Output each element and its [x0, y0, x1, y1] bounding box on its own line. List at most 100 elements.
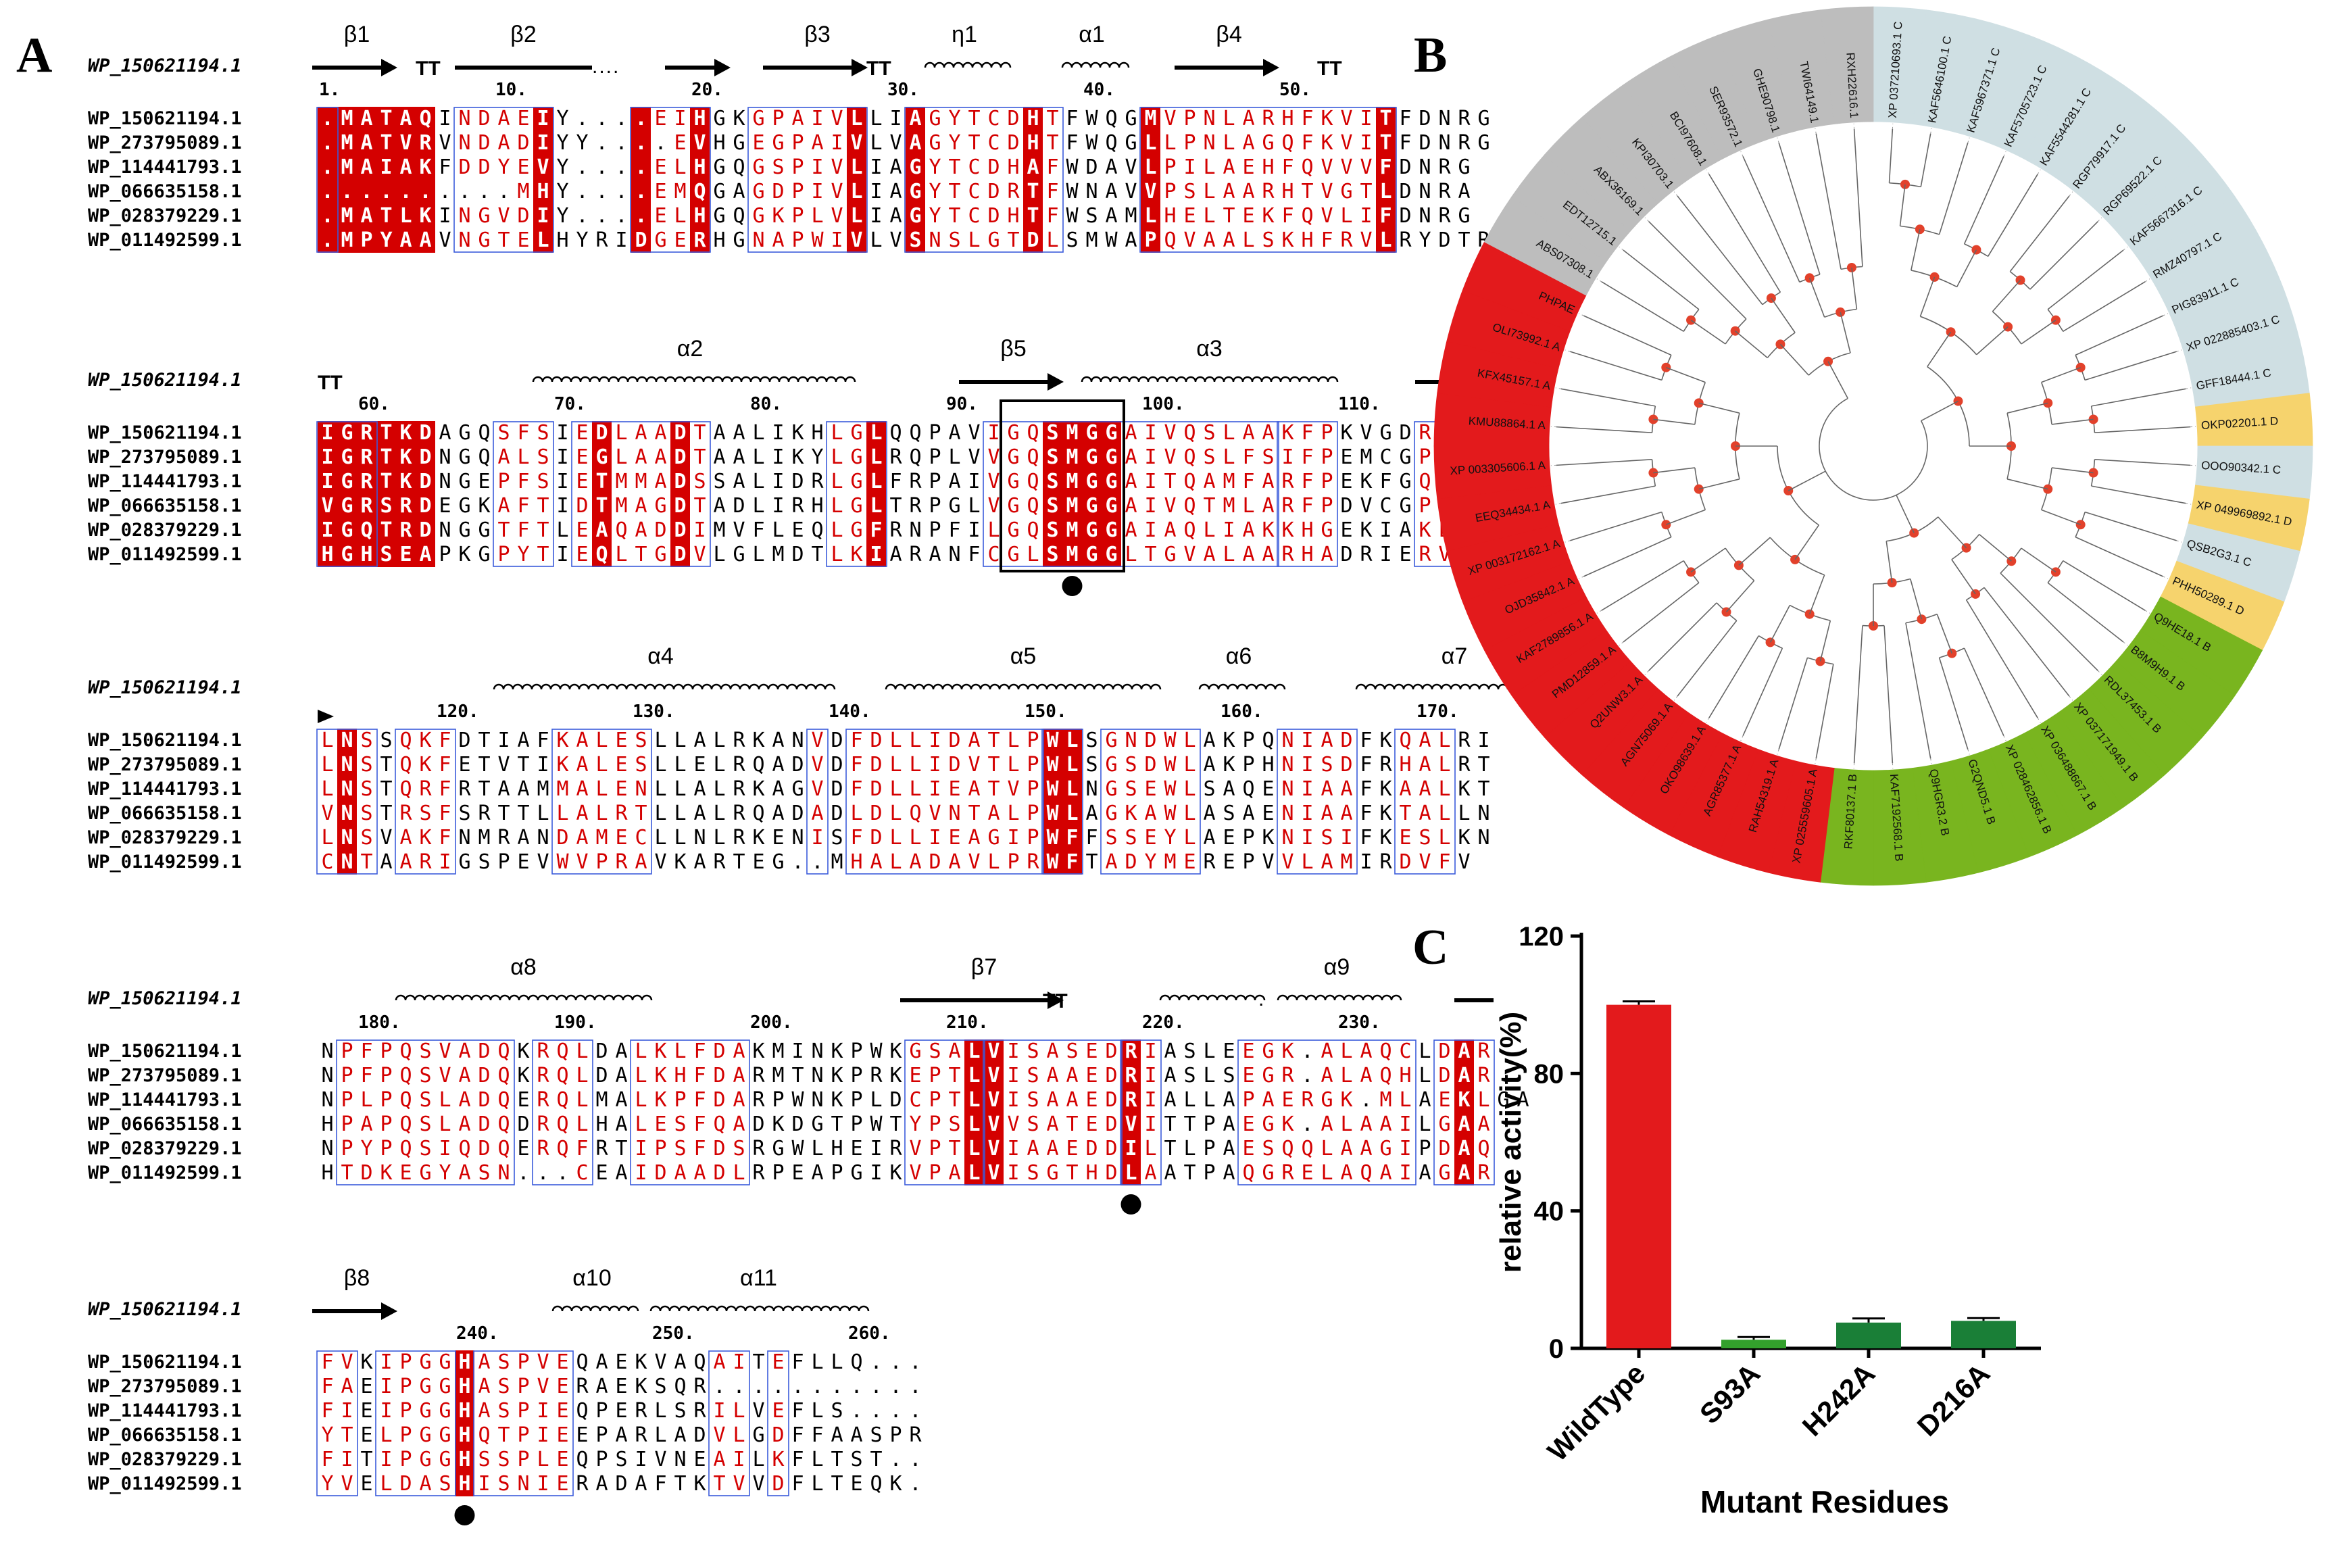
- ruler-number: 100.: [1142, 394, 1185, 414]
- error-bar: [1738, 1337, 1770, 1340]
- identity-column: [1141, 107, 1160, 253]
- similarity-box: [317, 729, 377, 874]
- ruler-number: 1.: [319, 80, 340, 100]
- ruler-number: 200.: [750, 1012, 793, 1033]
- ruler-number: 160.: [1221, 702, 1263, 722]
- identity-column: [1121, 1039, 1141, 1185]
- bar: [1721, 1340, 1786, 1348]
- conservation-boxes: [0, 107, 1406, 310]
- identity-column: [396, 107, 416, 253]
- ruler-number: 150.: [1025, 702, 1067, 722]
- ss-element-label: β1: [344, 22, 370, 47]
- bootstrap-node: [1823, 357, 1833, 366]
- similarity-box: [337, 1040, 514, 1185]
- identity-column: [337, 729, 357, 875]
- ruler-number: 210.: [946, 1012, 989, 1033]
- ruler-number: 220.: [1142, 1012, 1185, 1033]
- ss-element-label: α1: [1079, 22, 1105, 47]
- ss-element-label: α8: [510, 954, 537, 980]
- identity-column: [318, 421, 337, 567]
- helix-coil: [553, 1306, 638, 1311]
- helix-coil: [1200, 685, 1285, 689]
- similarity-box: [1238, 1040, 1416, 1185]
- similarity-box: [454, 107, 553, 252]
- y-tick-label: 0: [1549, 1334, 1564, 1364]
- similarity-box: [533, 1040, 593, 1185]
- bootstrap-node: [1816, 656, 1825, 666]
- error-bar: [1623, 1002, 1655, 1005]
- ss-element-label: α10: [572, 1265, 611, 1291]
- identity-column: [357, 421, 376, 567]
- x-tick-label: S93A: [1694, 1357, 1767, 1430]
- ruler-number: 120.: [437, 702, 479, 722]
- strand-arrow: [763, 59, 868, 76]
- identity-column: [964, 1039, 984, 1185]
- tree-branches: [1551, 124, 2196, 768]
- strand-arrow: [312, 59, 397, 76]
- similarity-box: [631, 1040, 749, 1185]
- identity-column: [416, 421, 435, 567]
- identity-column: [416, 107, 435, 253]
- ruler-number: 180.: [358, 1012, 401, 1033]
- bootstrap-node: [1805, 610, 1815, 619]
- bar: [1836, 1323, 1901, 1348]
- similarity-box: [709, 1351, 749, 1496]
- ss-element-label: α4: [647, 643, 674, 669]
- identity-column: [318, 107, 337, 253]
- ruler-number: 130.: [633, 702, 675, 722]
- ruler-number: 230.: [1338, 1012, 1381, 1033]
- similarity-box: [395, 729, 455, 874]
- similarity-box: [493, 422, 553, 566]
- identity-column: [1082, 421, 1102, 567]
- identity-column: [1062, 729, 1082, 875]
- identity-column: [906, 107, 925, 253]
- error-bar: [1852, 1319, 1885, 1323]
- y-axis-title: relative activity(%): [1494, 1012, 1527, 1273]
- ruler-number: 260.: [848, 1323, 891, 1344]
- turn-marker: TT: [866, 57, 891, 80]
- similarity-box: [1120, 1040, 1161, 1185]
- bar: [1951, 1321, 2016, 1348]
- identity-column: [455, 1350, 474, 1496]
- helix-coil: [651, 1306, 868, 1311]
- catalytic-residue-dot: [1062, 576, 1083, 596]
- similarity-box: [552, 729, 651, 874]
- x-tick-label: D216A: [1911, 1357, 1996, 1442]
- secondary-structure-track: TTα2β5α3β6: [0, 341, 1406, 402]
- ruler-number: 190.: [554, 1012, 597, 1033]
- ruler-number: 240.: [456, 1323, 499, 1344]
- identity-column: [1062, 421, 1082, 567]
- conservation-boxes: [0, 1350, 1406, 1553]
- identity-column: [396, 421, 416, 567]
- ss-element-label: β7: [971, 954, 997, 980]
- identity-column: [376, 421, 396, 567]
- ss-element-label: β4: [1216, 22, 1241, 47]
- similarity-box: [572, 422, 710, 566]
- ruler-number: 70.: [554, 394, 586, 414]
- ruler-number: 10.: [495, 80, 527, 100]
- similarity-box: [474, 1351, 573, 1496]
- conservation-boxes: [0, 421, 1406, 624]
- strand-arrow: [900, 991, 1064, 1009]
- ss-element-label: α9: [1324, 954, 1350, 980]
- identity-column: [337, 421, 357, 567]
- ruler-number: 30.: [887, 80, 919, 100]
- similarity-box: [1140, 107, 1396, 252]
- helix-coil: [1160, 996, 1264, 1000]
- bootstrap-node: [1790, 555, 1800, 564]
- catalytic-residue-dot: [455, 1505, 475, 1525]
- bootstrap-node: [1947, 649, 1956, 658]
- ruler-number: 20.: [691, 80, 723, 100]
- y-tick-label: 80: [1534, 1059, 1564, 1089]
- conservation-boxes: [0, 729, 1406, 931]
- bootstrap-node: [1783, 486, 1793, 495]
- helix-coil: [1082, 377, 1337, 382]
- ss-element-label: η1: [952, 22, 977, 47]
- bar: [1606, 1005, 1671, 1348]
- identity-column: [592, 421, 612, 567]
